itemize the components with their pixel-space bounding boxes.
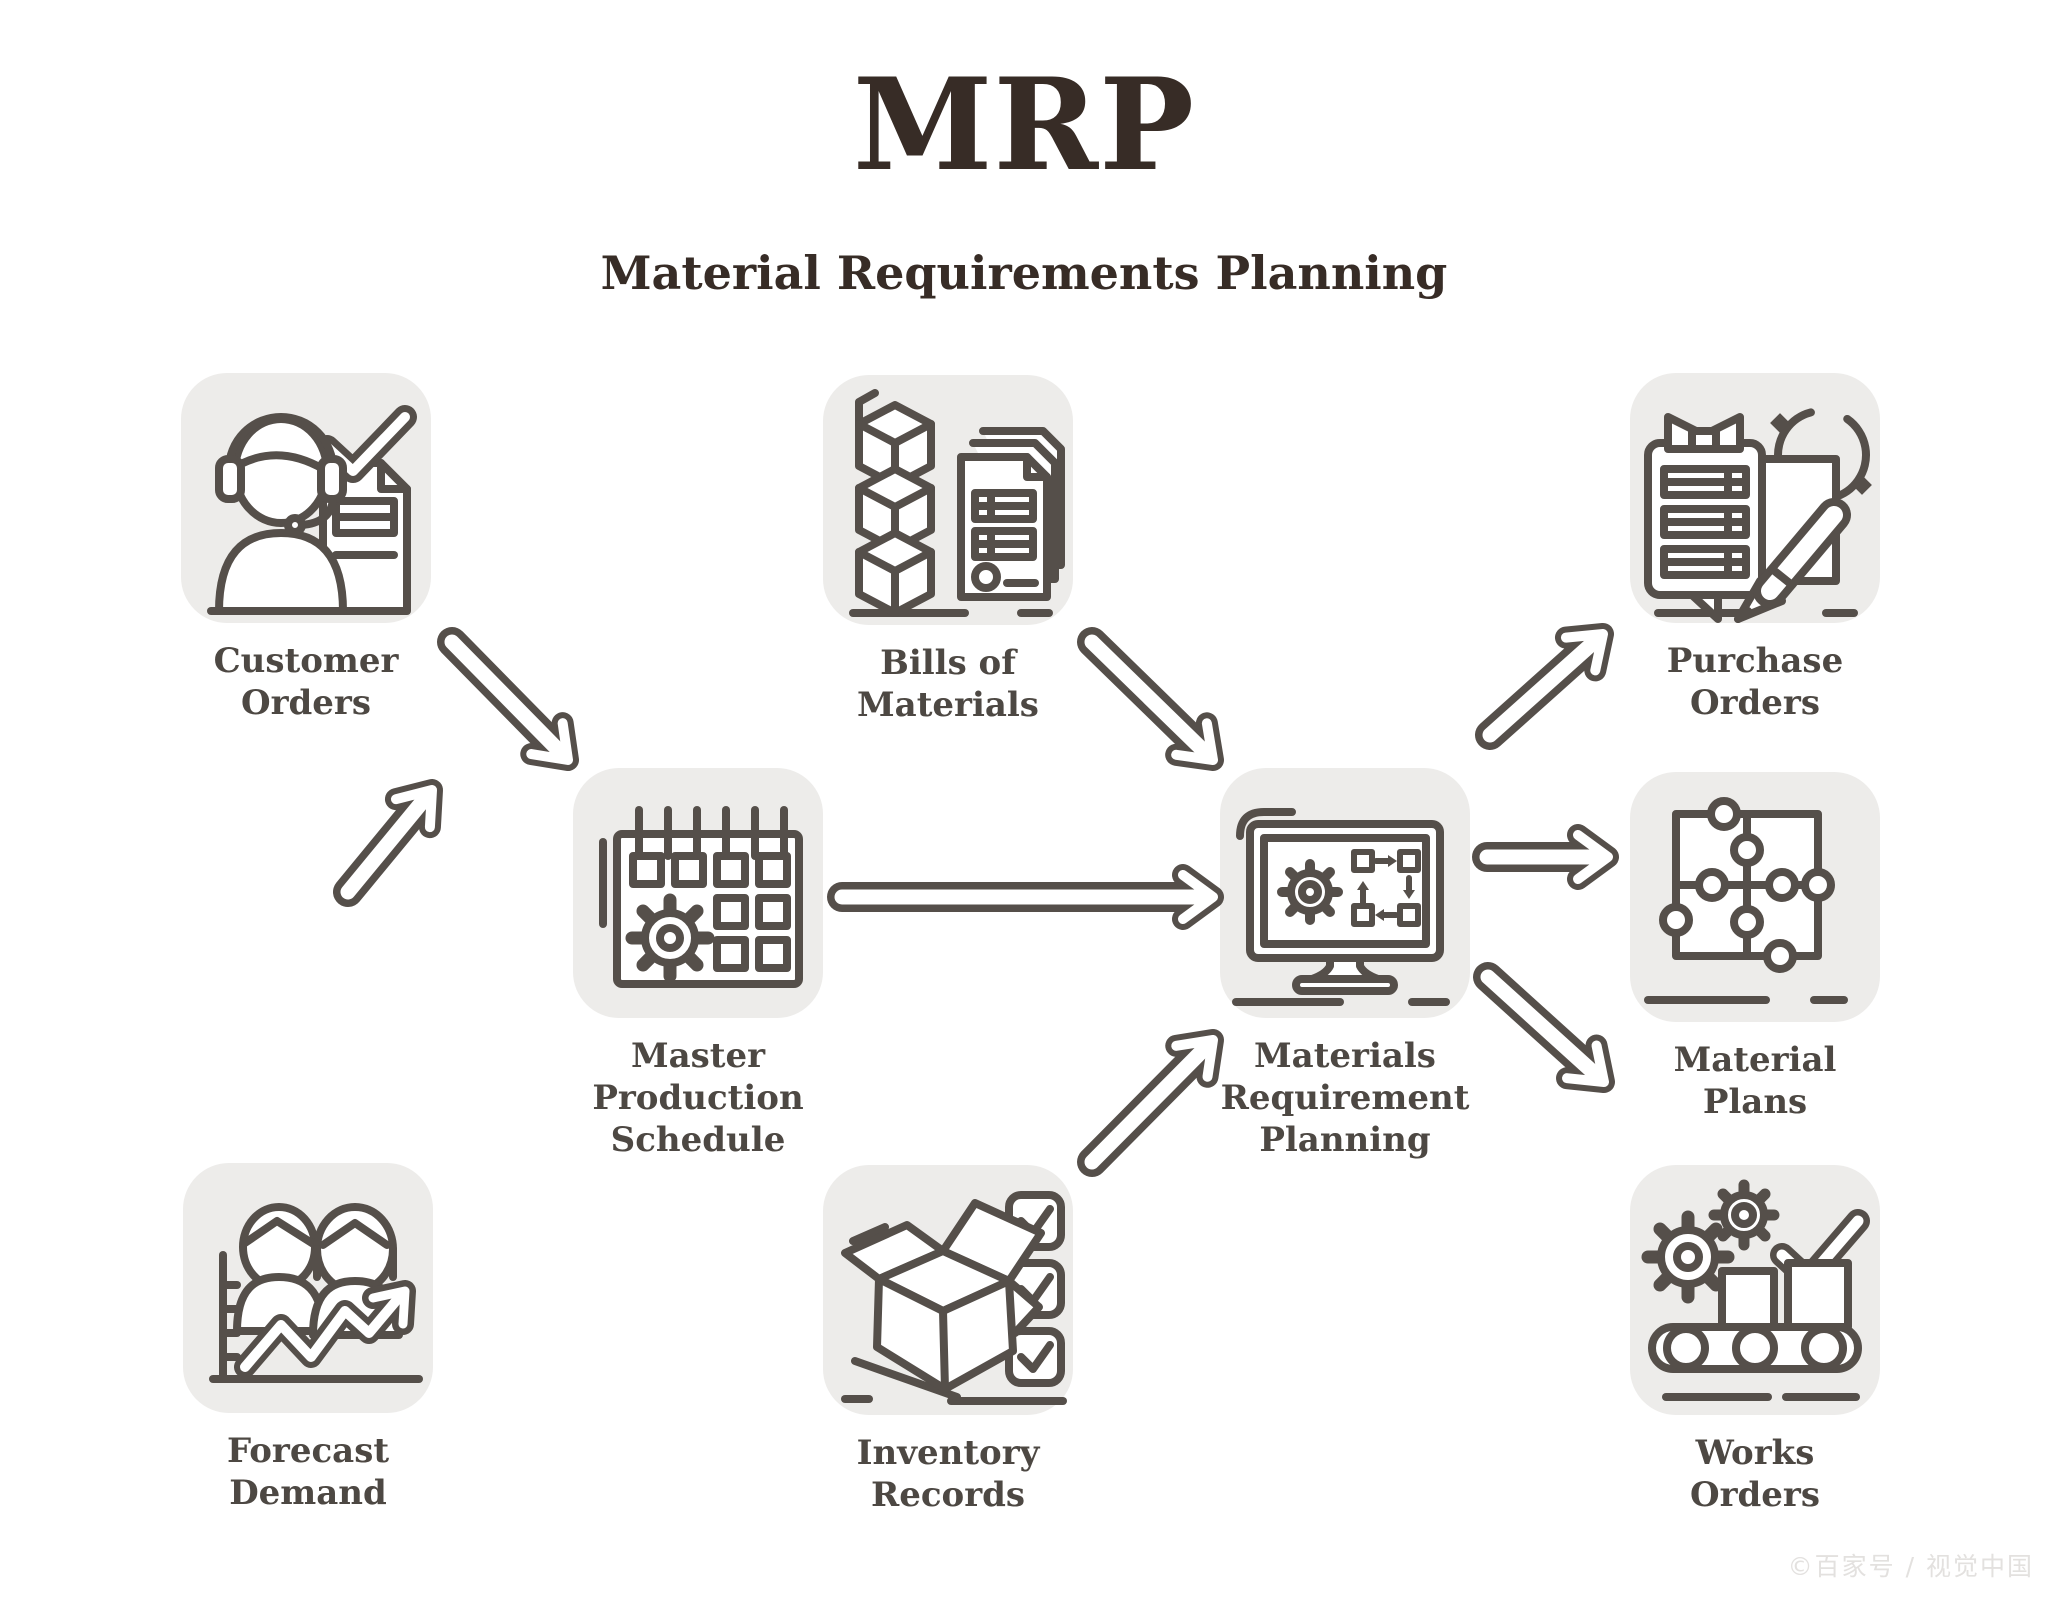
forecast-demand-icon <box>183 1163 433 1413</box>
node-forecast-demand: Forecast Demand <box>183 1163 433 1514</box>
node-label-works-orders: Works Orders <box>1690 1433 1820 1516</box>
arrow-forecast-demand-to-mps <box>333 779 443 907</box>
material-plans-icon <box>1630 772 1880 1022</box>
node-label-purchase-orders: Purchase Orders <box>1666 641 1844 724</box>
node-label-master-production-schedule: Master Production Schedule <box>592 1036 804 1161</box>
arrow-mps-to-mrp <box>827 864 1224 930</box>
arrow-mrp-to-purchase-orders <box>1475 623 1614 750</box>
bills-of-materials-icon <box>823 375 1073 625</box>
node-customer-orders: Customer Orders <box>181 373 431 724</box>
watermark: ©百家号 / 视觉中国 <box>1787 1552 2034 1581</box>
node-works-orders: Works Orders <box>1630 1165 1880 1516</box>
node-master-production-schedule: Master Production Schedule <box>573 768 823 1161</box>
node-purchase-orders: Purchase Orders <box>1630 373 1880 724</box>
arrow-mrp-to-works-orders <box>1473 962 1615 1093</box>
node-material-plans: Material Plans <box>1630 772 1880 1123</box>
mrp-computer-icon <box>1220 768 1470 1018</box>
arrow-mrp-to-material-plans <box>1472 824 1619 890</box>
node-inventory-records: Inventory Records <box>823 1165 1073 1516</box>
page-subtitle: Material Requirements Planning <box>600 246 1448 300</box>
node-label-bills-of-materials: Bills of Materials <box>857 643 1039 726</box>
node-label-inventory-records: Inventory Records <box>856 1433 1040 1516</box>
node-bills-of-materials: Bills of Materials <box>823 375 1073 726</box>
works-orders-icon <box>1630 1165 1880 1415</box>
inventory-records-icon <box>823 1165 1073 1415</box>
node-label-materials-requirement-planning: Materials Requirement Planning <box>1220 1036 1470 1161</box>
node-materials-requirement-planning: Materials Requirement Planning <box>1220 768 1470 1161</box>
customer-orders-icon <box>181 373 431 623</box>
node-label-forecast-demand: Forecast Demand <box>226 1431 390 1514</box>
master-production-schedule-icon <box>573 768 823 1018</box>
node-label-customer-orders: Customer Orders <box>213 641 399 724</box>
page-title: MRP <box>853 51 1195 199</box>
purchase-orders-icon <box>1630 373 1880 623</box>
node-label-material-plans: Material Plans <box>1673 1040 1837 1123</box>
